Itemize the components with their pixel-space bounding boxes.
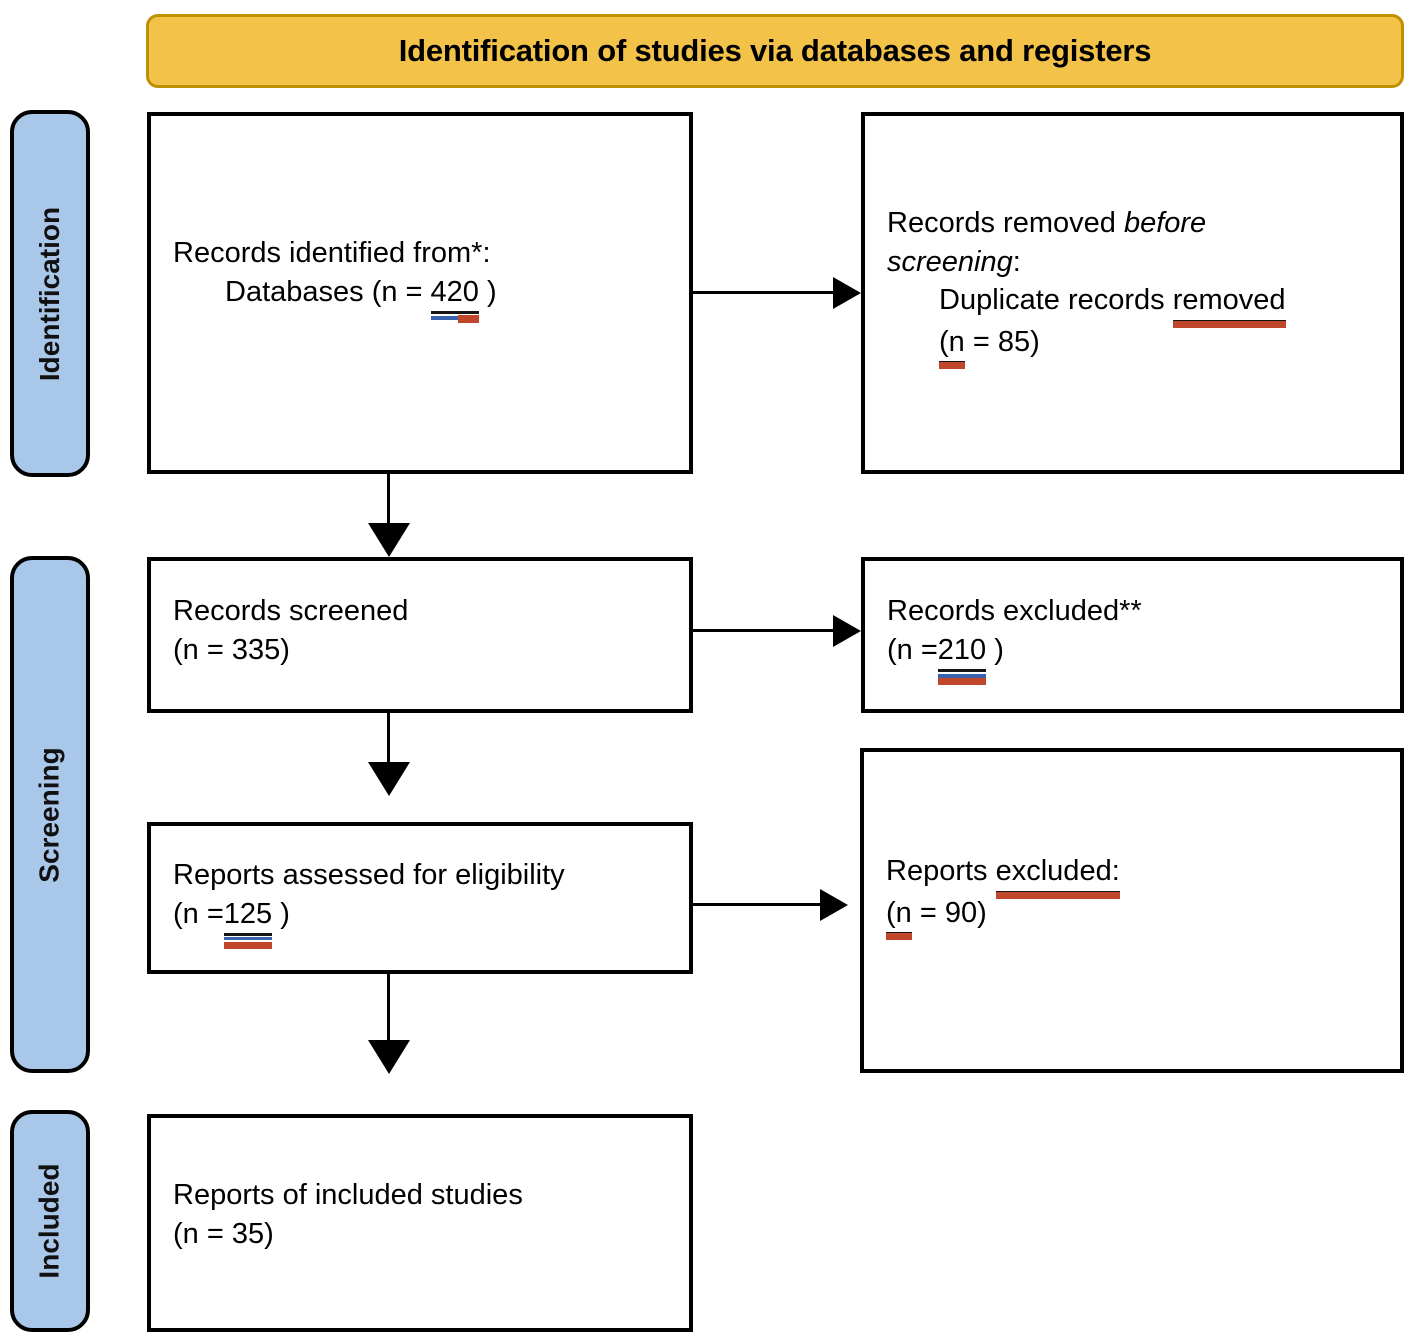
records-identified-line-1: Records identified from*: xyxy=(173,237,491,269)
records-identified-prefix: Databases (n = xyxy=(225,275,431,308)
records-removed-colon: : xyxy=(1012,245,1021,278)
records-identified-count-annotated: 420 xyxy=(430,273,480,323)
stage-label-identification: Identification xyxy=(10,110,90,477)
records-screened-line-1: Records screened xyxy=(173,595,409,627)
reports-assessed-line-2: (n =125 ) xyxy=(173,895,675,949)
records-excluded-prefix: (n = xyxy=(887,633,938,666)
records-removed-line-2: screening: xyxy=(887,243,1386,282)
duplicate-records-removed-annotated: removed xyxy=(1172,281,1286,328)
reports-excluded-count: = 90) xyxy=(911,896,987,929)
records-removed-prefix: Records removed xyxy=(887,207,1124,239)
records-removed-line-1: Records removed before xyxy=(887,204,1386,243)
records-excluded-line-2: (n =210 ) xyxy=(887,631,1386,685)
connector-line xyxy=(693,291,833,294)
records-excluded-line-1: Records excluded** xyxy=(887,595,1142,627)
arrow-head-down-icon xyxy=(368,762,410,796)
records-removed-line-4: (n = 85) xyxy=(887,323,1386,369)
reports-assessed-count-annotated: 125 xyxy=(223,895,273,949)
box-records-removed: Records removed before screening: Duplic… xyxy=(861,112,1404,474)
reports-excluded-line-2: (n = 90) xyxy=(886,894,1386,940)
connector-line xyxy=(693,903,833,906)
box-reports-assessed-eligibility: Reports assessed for eligibility (n =125… xyxy=(147,822,693,974)
records-removed-italic-screening: screening xyxy=(887,245,1013,278)
stage-label-identification-text: Identification xyxy=(34,206,66,381)
records-screened-line-2: (n = 335) xyxy=(173,633,290,666)
arrow-head-right-icon xyxy=(833,277,861,309)
reports-excluded-n-annotated: (n xyxy=(886,894,912,940)
reports-excluded-label-annotated: excluded: xyxy=(995,852,1120,899)
reports-included-line-2: (n = 35) xyxy=(173,1217,274,1250)
reports-excluded-line-1: Reports excluded: xyxy=(886,852,1386,899)
reports-assessed-suffix: ) xyxy=(272,897,290,930)
records-removed-italic-before: before xyxy=(1123,207,1207,239)
records-removed-line-3: Duplicate records removed xyxy=(887,281,1386,328)
duplicate-records-count: = 85) xyxy=(964,325,1040,358)
page-title: Identification of studies via databases … xyxy=(398,32,1152,68)
box-records-screened: Records screened (n = 335) xyxy=(147,557,693,713)
connector-line xyxy=(387,713,390,769)
stage-label-screening-text: Screening xyxy=(34,746,66,883)
records-identified-line-2: Databases (n = 420 ) xyxy=(173,273,675,323)
stage-label-included-text: Included xyxy=(34,1163,65,1279)
box-records-excluded: Records excluded** (n =210 ) xyxy=(861,557,1404,713)
box-reports-excluded: Reports excluded: (n = 90) xyxy=(860,748,1404,1073)
reports-assessed-line-1: Reports assessed for eligibility xyxy=(173,859,565,891)
diagram-header-banner: Identification of studies via databases … xyxy=(146,14,1404,88)
arrow-head-down-icon xyxy=(368,523,410,557)
reports-assessed-prefix: (n = xyxy=(173,897,224,930)
records-excluded-count-annotated: 210 xyxy=(937,631,987,685)
arrow-head-right-icon xyxy=(820,889,848,921)
duplicate-records-prefix: Duplicate records xyxy=(939,284,1173,317)
arrow-head-right-icon xyxy=(833,615,861,647)
box-reports-included-studies: Reports of included studies (n = 35) xyxy=(147,1114,693,1332)
records-excluded-suffix: ) xyxy=(986,633,1004,666)
arrow-head-down-icon xyxy=(368,1040,410,1074)
connector-line xyxy=(693,629,833,632)
reports-included-line-1: Reports of included studies xyxy=(173,1179,523,1211)
records-identified-suffix: ) xyxy=(478,275,497,308)
stage-label-included: Included xyxy=(10,1110,90,1332)
box-records-identified: Records identified from*: Databases (n =… xyxy=(147,112,693,474)
connector-line xyxy=(387,474,390,530)
reports-excluded-prefix: Reports xyxy=(886,855,996,887)
duplicate-records-n-annotated: (n xyxy=(939,323,965,369)
stage-label-screening: Screening xyxy=(10,556,90,1073)
connector-line xyxy=(387,974,390,1044)
